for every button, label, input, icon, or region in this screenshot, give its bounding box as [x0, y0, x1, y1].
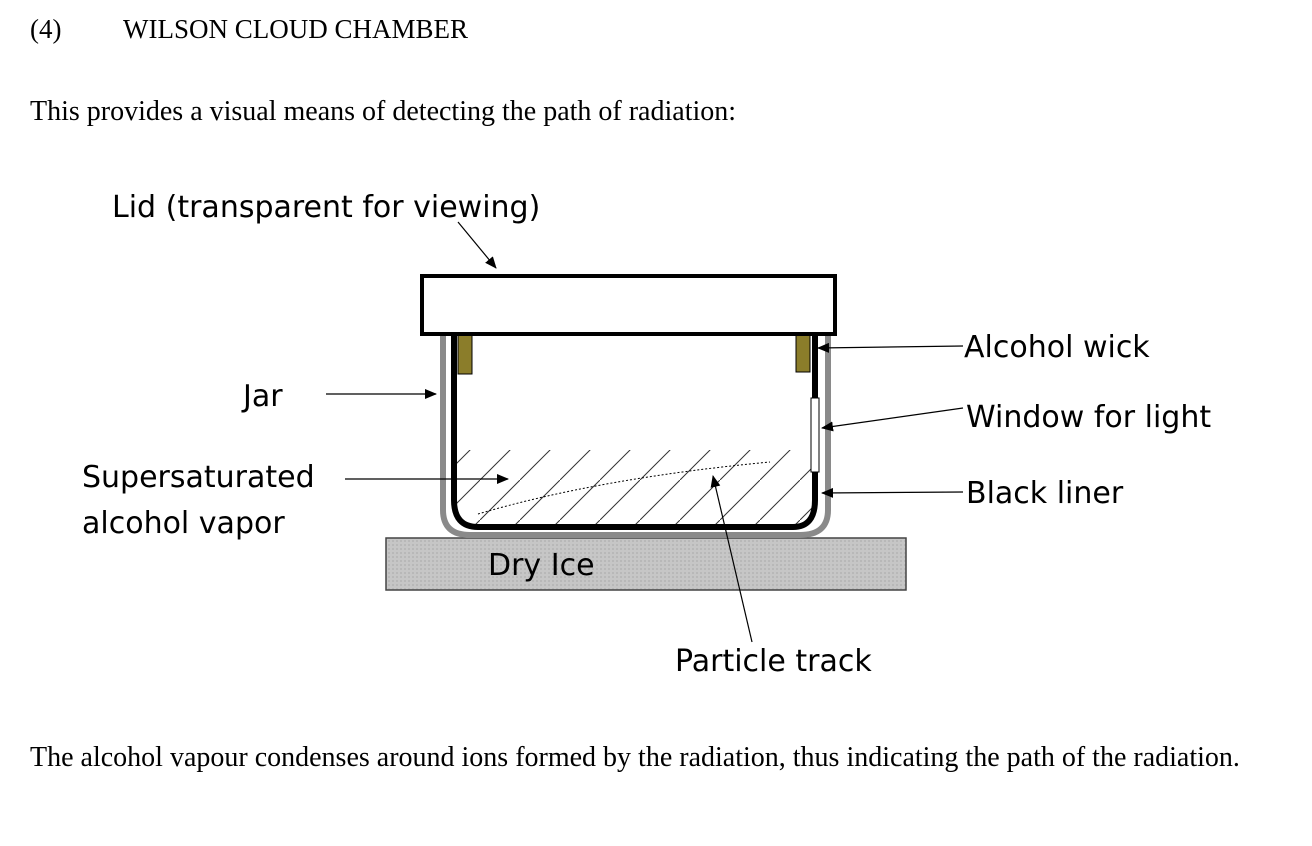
particle-track-label: Particle track — [675, 644, 872, 679]
lid-label: Lid (transparent for viewing) — [112, 190, 540, 225]
alcohol-wick-right — [795, 333, 811, 373]
section-title: WILSON CLOUD CHAMBER — [123, 14, 469, 44]
black-liner — [451, 333, 818, 530]
window-leader — [821, 407, 964, 432]
lid-leader — [457, 221, 497, 269]
light-window — [810, 397, 820, 473]
alcohol-wick-label: Alcohol wick — [964, 330, 1150, 365]
closing-text: The alcohol vapour condenses around ions… — [30, 742, 1240, 773]
jar-wall — [440, 333, 831, 538]
section-heading: (4) WILSON CLOUD CHAMBER — [30, 14, 468, 45]
black-liner-label: Black liner — [966, 476, 1124, 511]
dry-ice-block — [385, 537, 907, 591]
alcohol-wick-left — [457, 333, 473, 375]
vapor-region — [455, 450, 813, 525]
window-label: Window for light — [966, 400, 1211, 435]
dry-ice-label: Dry Ice — [488, 548, 595, 583]
lid — [420, 274, 837, 336]
vapor-label-line2: alcohol vapor — [82, 506, 285, 541]
wick-leader — [817, 342, 964, 353]
track-leader — [710, 475, 753, 643]
intro-text: This provides a visual means of detectin… — [30, 96, 737, 127]
liner-leader — [821, 487, 964, 498]
vapor-label-line1: Supersaturated — [82, 460, 315, 495]
section-number: (4) — [30, 14, 62, 44]
jar-label: Jar — [241, 379, 283, 414]
particle-track — [477, 461, 771, 515]
